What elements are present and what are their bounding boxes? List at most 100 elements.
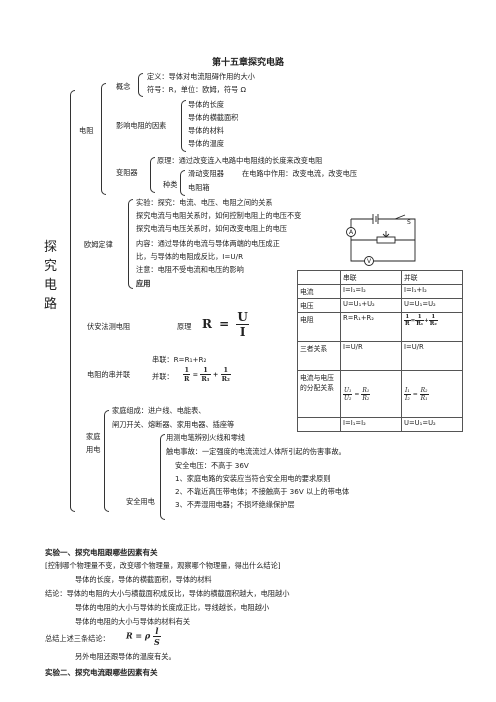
- branch-household-2: 用电: [86, 445, 101, 454]
- safety-brace: [160, 434, 165, 520]
- slide-rheostat: 滑动变阻器: [188, 169, 224, 178]
- circuit-label-a: A: [349, 229, 354, 236]
- branch-series-parallel: 电阻的串并联: [87, 370, 131, 379]
- series-parallel-table: 串联 并联 电流 I=I₁=I₂ I=I₁+I₂ 电压 U=U₁+U₂ U=U₁…: [297, 270, 463, 432]
- table-cell: U=U₁+U₂: [340, 298, 402, 313]
- table-cell: 电阻: [297, 312, 341, 342]
- concept-brace: [138, 73, 143, 97]
- table-cell: [297, 417, 341, 432]
- exp1-heading: 实验一、探究电阻跟哪些因素有关: [45, 548, 158, 557]
- table-cell: R=R₁+R₂: [340, 312, 402, 342]
- table-cell: I=U/R: [340, 341, 402, 371]
- page-title: 第十五章探究电路: [211, 58, 284, 68]
- safe-voltage: 安全电压：不高于 36V: [175, 461, 249, 470]
- table-row: 电压 U=U₁+U₂ U=U₁=U₂: [297, 298, 463, 313]
- root-char-4: 路: [44, 297, 58, 312]
- table-cell: 三者关系: [297, 341, 341, 371]
- circuit-label-s: S: [407, 219, 411, 226]
- table-cell: I=I₁=I₂: [340, 417, 402, 432]
- exp1-line7: 另外电阻还跟导体的温度有关。: [75, 652, 176, 661]
- voltammeter-principle: 原理: [177, 322, 192, 331]
- root-char-1: 探: [44, 240, 58, 255]
- table-row: 电流 I=I₁=I₂ I=I₁+I₂: [297, 284, 463, 299]
- safety-rule-1: 1、家庭电路的安装应当符合安全用电的要求原则: [175, 474, 331, 483]
- table-row: I=I₁=I₂ U=U₁=U₂: [297, 417, 463, 432]
- factor-4: 导体的温度: [188, 139, 224, 148]
- safety-label: 安全用电: [126, 497, 155, 506]
- table-header-series: 串联: [340, 270, 402, 285]
- formula-num: U: [236, 310, 249, 325]
- rheostat-brace: [150, 157, 155, 193]
- shock-text: 触电事故：一定强度的电流流过人体所引起的伤害事故。: [166, 447, 346, 456]
- table-cell: 电流与电压的分配关系: [297, 370, 341, 418]
- formula-lhs: R: [202, 317, 212, 331]
- root-char-3: 电: [44, 278, 58, 293]
- table-cell: U=U₁=U₂: [401, 417, 463, 432]
- branch-voltammeter: 伏安法测电阻: [87, 322, 131, 331]
- ohm-line3: 探究电流与电压关系时，如何改变电阻上的电压: [136, 224, 287, 233]
- root-brace: [70, 90, 75, 512]
- exp1-line3: 结论：导体的电阻的大小与横截面积成反比，导体的横截面积越大，电阻越小: [45, 589, 290, 598]
- ohm-experiment: 实验：探究：电流、电压、电阻之间的关系: [136, 198, 273, 207]
- table-cell: U=U₁=U₂: [401, 298, 463, 313]
- concept-definition: 定义：导体对电流阻碍作用的大小: [147, 72, 255, 81]
- slide-role: 在电路中作用：改变电流，改变电压: [242, 169, 358, 178]
- series-formula: 串联：R=R₁+R₂: [152, 355, 207, 364]
- factors-label: 影响电阻的因素: [116, 121, 167, 130]
- factor-3: 导体的材料: [188, 126, 224, 135]
- ohm-application: 应用: [136, 279, 151, 288]
- parallel-label: 并联：: [152, 372, 174, 381]
- exp1-line5: 导体的电阻的大小与导体的材料有关: [75, 617, 191, 626]
- ohm-brace: [128, 199, 133, 289]
- rheostat-principle: 原理：通过改变连入电路中电阻线的长度来改变电阻: [157, 156, 323, 165]
- factor-1: 导体的长度: [188, 100, 224, 109]
- household-composition2: 闸刀开关、熔断器、家用电器、插座等: [112, 420, 235, 429]
- exp1-line6: 总结上述三条结论：: [45, 634, 110, 643]
- types-brace: [180, 170, 185, 196]
- ohm-content2: 比，与导体的电阻成反比，I=U/R: [136, 252, 244, 261]
- factors-brace: [181, 100, 186, 152]
- ohm-note: 注意：电阻不受电流和电压的影响: [136, 265, 244, 274]
- resistance-box: 电阻箱: [188, 183, 210, 192]
- safety-rule-3: 3、不弄湿用电器；不损坏绝缘保护层: [175, 500, 295, 509]
- table-cell: I=U/R: [401, 341, 463, 371]
- ohm-content: 内容：通过导体的电流与导体两端的电压成正: [136, 239, 280, 248]
- table-cell: I=I₁=I₂: [340, 284, 402, 299]
- rheostat-label: 变阻器: [116, 168, 138, 177]
- branch-resistance: 电阻: [79, 126, 94, 135]
- ohm-line2: 探究电流与电阻关系时，如何控制电阻上的电压不变: [136, 211, 302, 220]
- types-label: 种类: [163, 180, 178, 189]
- exp2-heading: 实验二、探究电流跟哪些因素有关: [45, 668, 158, 677]
- branch-household-1: 家庭: [86, 432, 101, 441]
- exp1-line1: [控制哪个物理量不变，改变哪个物理量，观察哪个物理量，得出什么结论]: [45, 561, 281, 570]
- tester-text: 用测电笔辨别火线和零线: [166, 433, 246, 442]
- branch-ohm: 欧姆定律: [84, 240, 113, 249]
- circuit-diagram: [346, 214, 416, 266]
- exp1-line2: 导体的长度，导体的横截面积，导体的材料: [75, 575, 212, 584]
- exp1-line4: 导体的电阻的大小与导体的长度成正比，导线越长，电阻越小: [75, 603, 270, 612]
- table-header-parallel: 并联: [401, 270, 463, 285]
- circuit-label-v: V: [367, 258, 372, 265]
- household-brace: [104, 410, 109, 512]
- table-header-empty: [297, 270, 341, 285]
- household-composition: 家庭组成：进户线、电能表、: [112, 406, 206, 415]
- resistance-brace: [101, 83, 106, 195]
- concept-symbol: 符号：R，单位：欧姆，符号 Ω: [147, 85, 247, 94]
- table-cell: 电压: [297, 298, 341, 313]
- concept-label: 概念: [116, 82, 131, 91]
- root-char-2: 究: [44, 259, 58, 274]
- formula-den: I: [239, 325, 246, 339]
- factor-2: 导体的横截面积: [188, 113, 239, 122]
- table-row: 三者关系 I=U/R I=U/R: [297, 341, 463, 371]
- table-cell: I=I₁+I₂: [401, 284, 463, 299]
- table-cell: 电流: [297, 284, 341, 299]
